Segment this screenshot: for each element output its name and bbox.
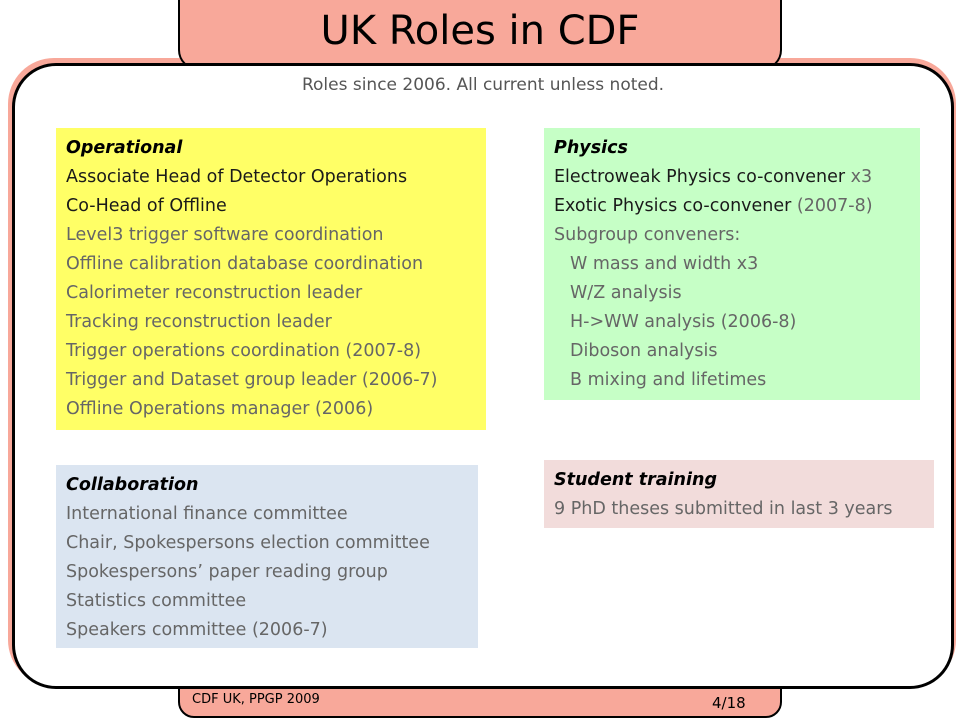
list-item: Tracking reconstruction leader [66,312,332,332]
list-item: H->WW analysis (2006-8) [570,312,797,332]
student-heading: Student training [554,470,717,490]
collaboration-box: Collaboration International finance comm… [56,465,478,648]
physics-box: Physics Electroweak Physics co-convener … [544,128,920,400]
collaboration-heading: Collaboration [66,475,199,495]
list-item: Statistics committee [66,591,247,611]
list-item: Diboson analysis [570,341,718,361]
list-item: Spokespersons’ paper reading group [66,562,388,582]
list-item: Offline Operations manager (2006) [66,399,374,419]
list-item: Trigger operations coordination (2007-8) [66,341,422,361]
title-tab [178,0,782,70]
slide-title: UK Roles in CDF [320,8,640,54]
list-item: W/Z analysis [570,283,682,303]
list-item: Trigger and Dataset group leader (2006-7… [66,370,438,390]
list-item: B mixing and lifetimes [570,370,767,390]
student-training-box: Student training 9 PhD theses submitted … [544,460,934,528]
list-item: Chair, Spokespersons election committee [66,533,430,553]
role-text: Electroweak Physics co-convener [554,167,846,187]
list-item: Offline calibration database coordinatio… [66,254,424,274]
list-item: Speakers committee (2006-7) [66,620,328,640]
list-item: Electroweak Physics co-convener x3 [554,163,910,192]
role-note: (2007-8) [791,196,873,216]
list-item: Co-Head of Offline [66,196,227,216]
role-note: x3 [845,167,873,187]
list-item: 9 PhD theses submitted in last 3 years [554,499,893,519]
list-item: International finance committee [66,504,348,524]
footer-conference: CDF UK, PPGP 2009 [192,692,320,707]
list-item: W mass and width x3 [570,254,759,274]
operational-box: Operational Associate Head of Detector O… [56,128,486,430]
subgroup-label: Subgroup conveners: [554,225,741,245]
list-item: Calorimeter reconstruction leader [66,283,363,303]
page-number: 4/18 [712,694,746,712]
role-text: Exotic Physics co-convener [554,196,792,216]
list-item: Level3 trigger software coordination [66,225,384,245]
list-item: Associate Head of Detector Operations [66,167,408,187]
slide-subtitle: Roles since 2006. All current unless not… [301,75,665,95]
list-item: Exotic Physics co-convener (2007-8) [554,192,910,221]
physics-heading: Physics [554,138,628,158]
operational-heading: Operational [66,138,183,158]
